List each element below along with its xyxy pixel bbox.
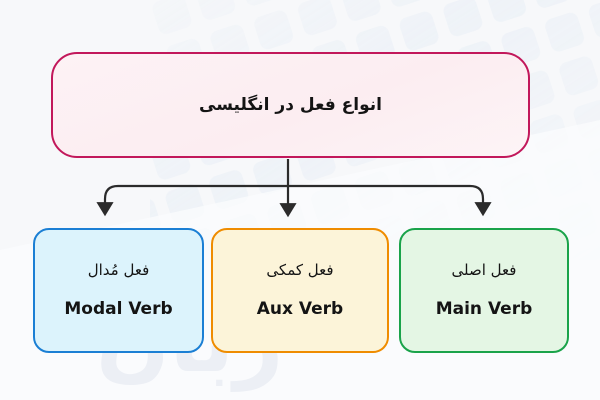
node-modal-verb[interactable]: فعل مُدال Modal Verb — [33, 228, 204, 353]
node-main-verb-label-fa: فعل اصلی — [451, 260, 517, 279]
root-node-label-fa: انواع فعل در انگلیسی — [199, 95, 382, 115]
node-main-verb-label-en: Main Verb — [435, 299, 533, 320]
node-main-verb[interactable]: فعل اصلی Main Verb — [399, 228, 569, 353]
node-modal-verb-label-fa: فعل مُدال — [87, 260, 150, 279]
root-node-verb-types[interactable]: انواع فعل در انگلیسی — [51, 52, 530, 158]
node-modal-verb-label-en: Modal Verb — [64, 299, 173, 320]
node-aux-verb-label-fa: فعل کمکی — [266, 260, 334, 279]
node-aux-verb-label-en: Aux Verb — [256, 299, 344, 320]
node-aux-verb[interactable]: فعل کمکی Aux Verb — [211, 228, 389, 353]
